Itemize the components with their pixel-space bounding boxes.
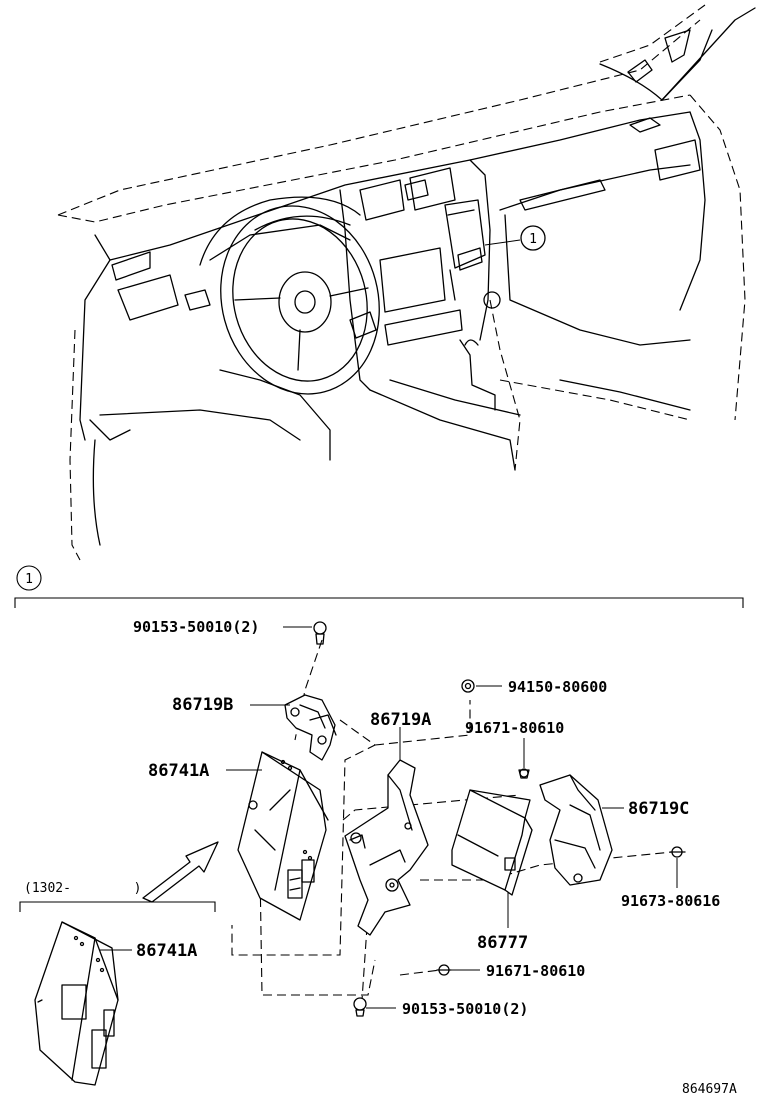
part-label-94150: 94150-80600 — [508, 678, 607, 696]
variant-date-note: (1302- ) — [24, 881, 141, 896]
part-label-90153-top: 90153-50010(2) — [133, 618, 259, 636]
part-label-91673: 91673-80616 — [621, 892, 720, 910]
bolt-90153-bottom — [353, 997, 367, 1017]
ecu-86741a-variant — [34, 921, 119, 1086]
ecu-86741a-main — [237, 751, 329, 921]
screw-91671-upper — [518, 768, 530, 779]
part-label-86719b: 86719B — [172, 695, 233, 715]
part-label-86741a-main: 86741A — [148, 761, 209, 781]
part-label-86777: 86777 — [477, 933, 528, 953]
part-label-91671-upper: 91671-80610 — [465, 719, 564, 737]
bracket-86719b — [284, 694, 337, 761]
part-label-90153-bottom: 90153-50010(2) — [402, 1000, 528, 1018]
assembly-arrow — [142, 841, 219, 903]
detail-header: 1 — [14, 565, 744, 608]
detail-callout-number: 1 — [25, 572, 33, 587]
part-label-86719c: 86719C — [628, 799, 689, 819]
part-label-86719a: 86719A — [370, 710, 431, 730]
variant-inset — [19, 901, 216, 1086]
screw-91671-lower — [436, 964, 452, 976]
exploded-view: 90153-50010(2) 86719B 86741A 86719A 9415… — [19, 618, 720, 1086]
screw-91673 — [669, 846, 686, 858]
part-label-91671-lower: 91671-80610 — [486, 962, 585, 980]
part-label-86741a-variant: 86741A — [136, 941, 197, 961]
module-86777 — [451, 789, 533, 896]
figure-id: 864697A — [682, 1082, 737, 1097]
bracket-86719a — [344, 759, 429, 936]
bolt-90153-top — [313, 621, 327, 645]
nut-94150 — [461, 679, 475, 693]
dashboard-illustration: 1 — [57, 4, 756, 561]
bracket-86719c — [539, 774, 613, 886]
dashboard-callout-number: 1 — [529, 232, 537, 247]
